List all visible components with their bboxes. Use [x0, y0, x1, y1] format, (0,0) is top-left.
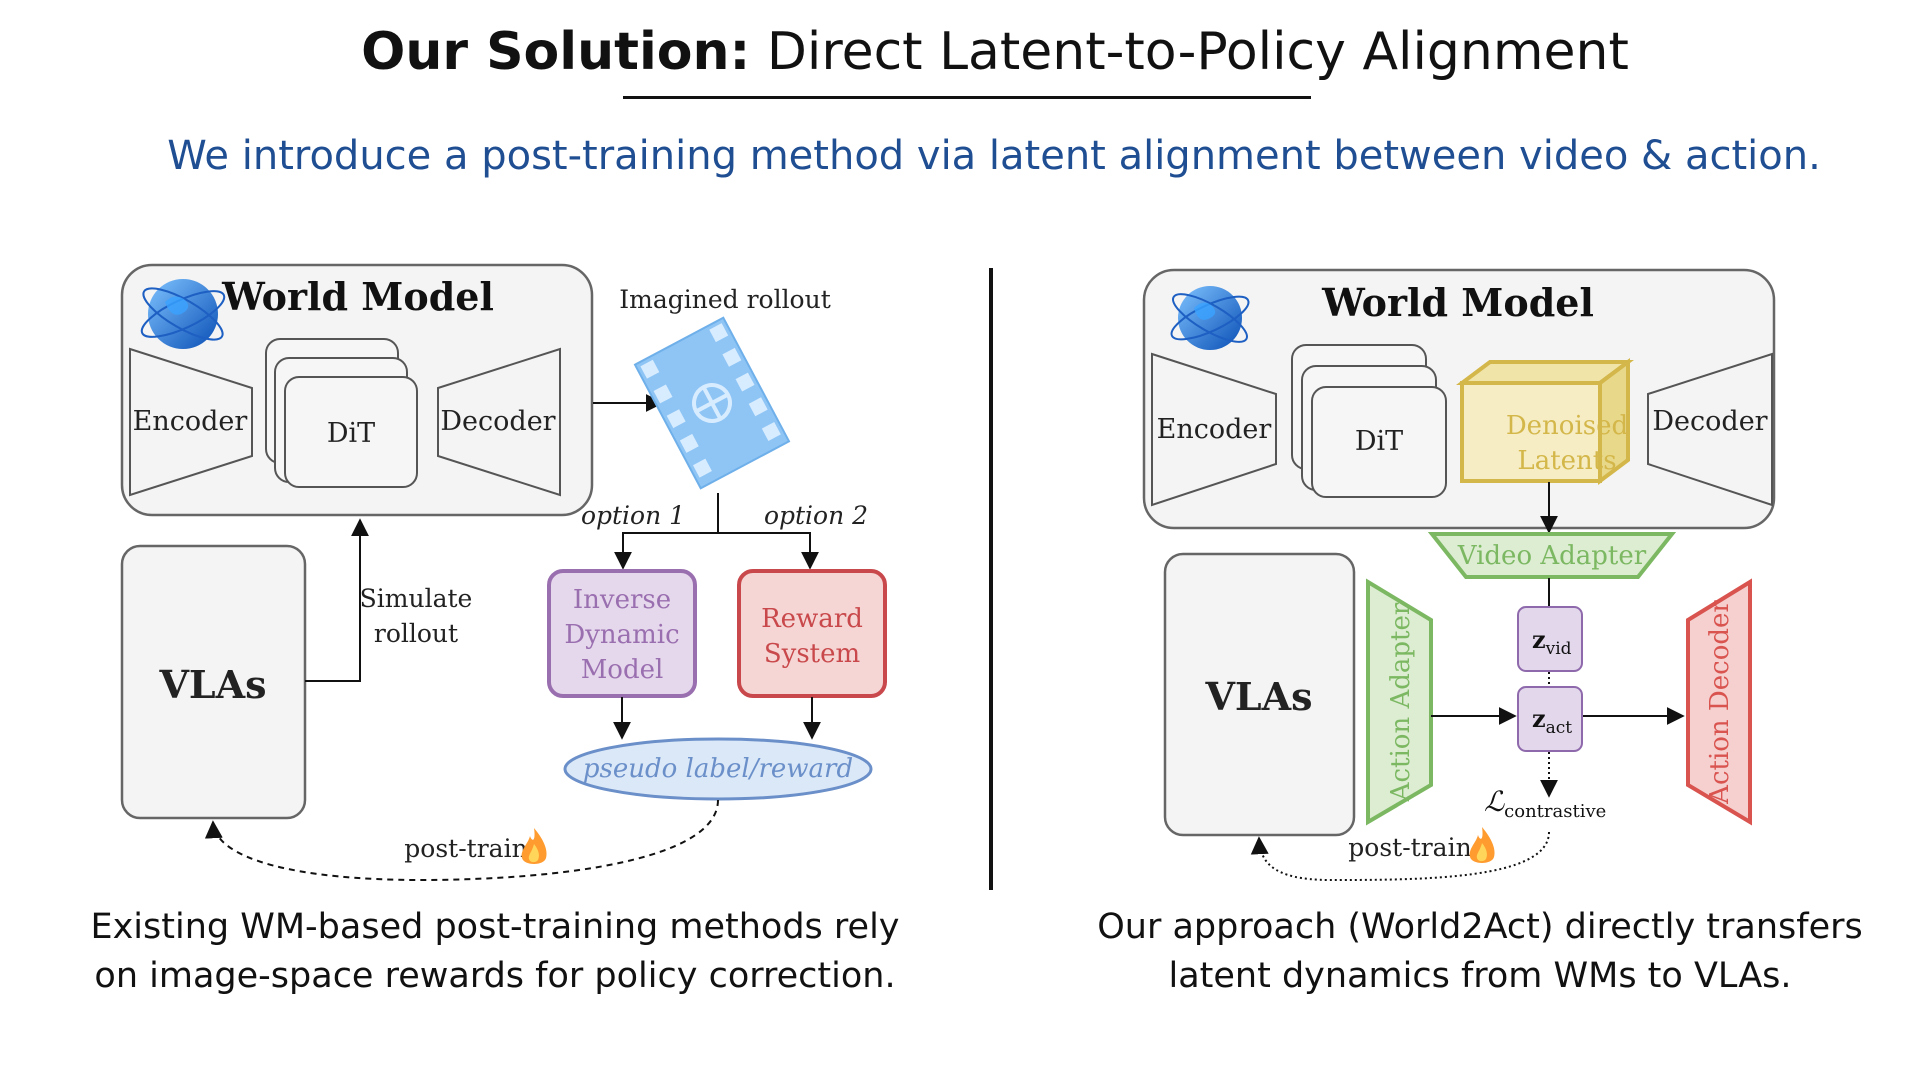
pseudo-label-text: pseudo label/reward — [583, 754, 853, 784]
pseudo-label-ellipse — [563, 737, 873, 801]
right-caption-line1: Our approach (World2Act) directly transf… — [1097, 907, 1863, 947]
denoised-line1: Denoised — [1506, 411, 1628, 441]
denoised-latents-cube — [1456, 358, 1634, 485]
subtitle: We introduce a post-training method via … — [167, 133, 1821, 179]
denoised-line2: Latents — [1517, 446, 1616, 476]
page-title: Our Solution: Direct Latent-to-Policy Al… — [0, 22, 1920, 82]
z-act-main: z — [1532, 704, 1546, 733]
z-vid-main: z — [1532, 625, 1546, 654]
panel-divider — [989, 268, 993, 890]
z-act-label: zact — [1532, 704, 1572, 738]
right-encoder-label: Encoder — [1157, 414, 1272, 445]
left-vlas-label: VLAs — [158, 662, 266, 707]
right-post-train-label: post-train — [1348, 833, 1471, 862]
option2-label: option 2 — [764, 501, 868, 530]
z-vid-box — [1517, 606, 1583, 672]
reward-line1: Reward — [761, 604, 863, 634]
video-adapter-label: Video Adapter — [1457, 541, 1647, 571]
z-vid-label: zvid — [1532, 625, 1572, 659]
imagined-rollout-label: Imagined rollout — [619, 285, 831, 314]
left-post-train-curve — [204, 799, 719, 882]
left-decoder-label: Decoder — [440, 406, 555, 437]
idm-line3: Model — [581, 655, 664, 685]
left-dit-label: DiT — [327, 418, 375, 449]
inverse-dynamic-model-box — [547, 569, 697, 698]
reward-line2: System — [764, 639, 860, 669]
loss-symbol: ℒ — [1484, 785, 1505, 818]
left-post-train-label: post-train — [404, 834, 527, 863]
right-diagram: World Model Encoder DiT Denoised Latents… — [1142, 268, 1776, 882]
video-adapter — [1427, 532, 1677, 579]
idm-line1: Inverse — [573, 585, 671, 615]
flame-icon — [521, 828, 547, 864]
left-diagram: World Model Encoder DiT Decoder Imagined… — [120, 263, 887, 882]
action-adapter-label: Action Adapter — [1386, 602, 1416, 802]
left-dit — [284, 376, 418, 488]
left-caption-line2: on image-space rewards for policy correc… — [94, 956, 896, 996]
z-act-sub: act — [1546, 718, 1573, 738]
option1-label: option 1 — [581, 501, 685, 530]
left-encoder — [129, 347, 253, 497]
right-vlas-label: VLAs — [1204, 674, 1312, 719]
simulate-rollout-arrow — [305, 518, 369, 682]
loss-label: ℒcontrastive — [1484, 785, 1606, 822]
right-caption: Our approach (World2Act) directly transf… — [1040, 903, 1920, 1001]
title-bold: Our Solution: — [361, 22, 751, 82]
simulate-line2: rollout — [374, 619, 458, 648]
right-world-model-title: World Model — [1321, 280, 1594, 325]
left-decoder — [437, 347, 561, 497]
loss-sub: contrastive — [1504, 801, 1606, 822]
action-adapter — [1366, 578, 1433, 826]
title-underline — [623, 96, 1311, 99]
idm-line2: Dynamic — [564, 620, 679, 650]
right-decoder-label: Decoder — [1652, 406, 1767, 437]
flame-icon — [1469, 827, 1495, 863]
action-decoder — [1686, 578, 1752, 826]
right-vlas-box — [1163, 552, 1356, 837]
right-dit — [1311, 386, 1447, 498]
left-encoder-label: Encoder — [133, 406, 248, 437]
z-vid-sub: vid — [1545, 639, 1572, 659]
action-decoder-label: Action Decoder — [1705, 600, 1735, 805]
right-caption-line2: latent dynamics from WMs to VLAs. — [1168, 956, 1792, 996]
right-dit-label: DiT — [1355, 426, 1403, 457]
left-caption: Existing WM-based post-training methods … — [60, 903, 930, 1001]
right-encoder — [1151, 352, 1277, 507]
title-rest: Direct Latent-to-Policy Alignment — [750, 22, 1629, 82]
left-caption-line1: Existing WM-based post-training methods … — [90, 907, 900, 947]
globe-icon — [140, 279, 226, 349]
globe-icon — [1170, 286, 1250, 350]
simulate-line1: Simulate — [360, 584, 473, 613]
film-icon — [633, 316, 791, 490]
left-world-model-title: World Model — [221, 274, 494, 319]
reward-system-box — [737, 569, 887, 698]
z-act-box — [1517, 686, 1583, 752]
right-decoder — [1647, 352, 1773, 507]
